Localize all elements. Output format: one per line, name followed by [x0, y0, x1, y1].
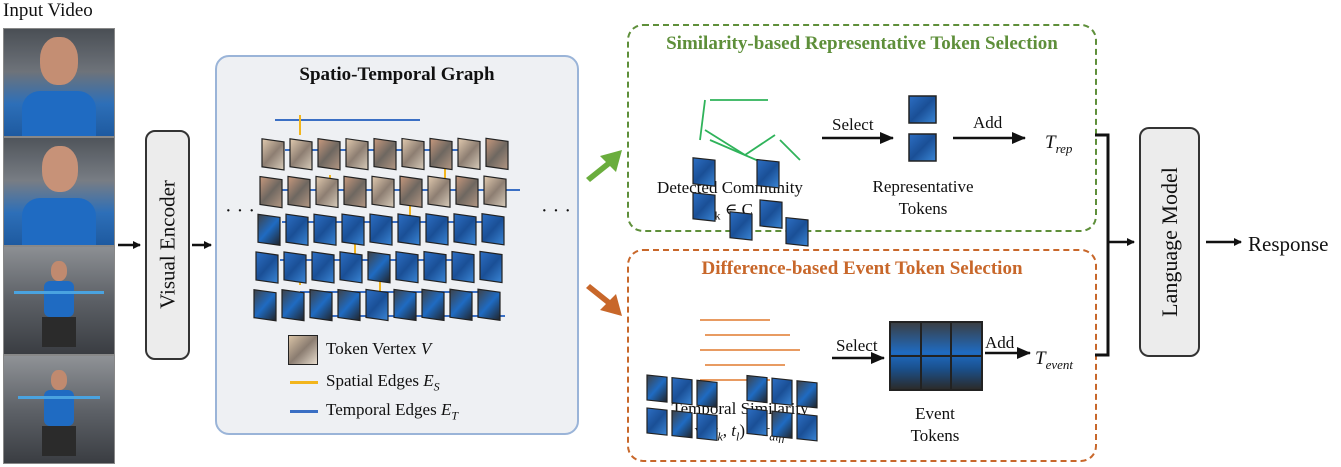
event-tokens-label-1: Event [915, 404, 955, 423]
video-frame-3 [3, 246, 115, 355]
graph-title: Spatio-Temporal Graph [299, 64, 495, 85]
graph-token-grid [253, 115, 520, 322]
legend-spatial-label: Spatial Edges ES [326, 371, 440, 394]
video-frame-1 [3, 28, 115, 137]
graph-ellipsis-right: · · · [541, 200, 571, 222]
t-event-label: Tevent [1035, 348, 1073, 372]
difference-add-label: Add [985, 333, 1015, 352]
detected-community-graph [692, 99, 809, 247]
similarity-title: Similarity-based Representative Token Se… [666, 33, 1058, 54]
video-frame-2 [3, 137, 115, 246]
rep-tokens-label-2: Tokens [898, 199, 948, 218]
representative-tokens [908, 95, 937, 162]
visual-encoder-block: Visual Encoder [145, 130, 190, 360]
t-rep-label: Trep [1045, 132, 1073, 156]
similarity-selection-box [627, 24, 1097, 232]
green-branch-arrow [586, 150, 622, 182]
difference-title: Difference-based Event Token Selection [701, 258, 1023, 279]
rep-tokens-label-1: Representative [872, 177, 974, 196]
orange-branch-arrow [586, 284, 622, 316]
similarity-select-label: Select [832, 115, 874, 134]
similarity-add-label: Add [973, 113, 1003, 132]
input-video-label: Input Video [3, 0, 93, 21]
merge-bracket [1095, 133, 1110, 357]
video-frame-4 [3, 355, 115, 464]
event-tokens-image [889, 321, 983, 391]
language-model-block: Language Model [1139, 127, 1200, 357]
event-tokens-label-2: Tokens [910, 426, 960, 445]
legend-vertex-label: Token Vertex V [326, 339, 432, 358]
legend-temporal-label: Temporal Edges ET [326, 400, 459, 423]
temporal-similarity-tiles [646, 319, 818, 442]
difference-select-label: Select [836, 336, 878, 355]
graph-ellipsis-left: · · · [225, 200, 255, 222]
spatial-edge-swatch [290, 381, 318, 384]
temporal-edge-swatch [290, 410, 318, 413]
token-vertex-icon [288, 335, 318, 365]
response-label: Response [1248, 232, 1329, 256]
